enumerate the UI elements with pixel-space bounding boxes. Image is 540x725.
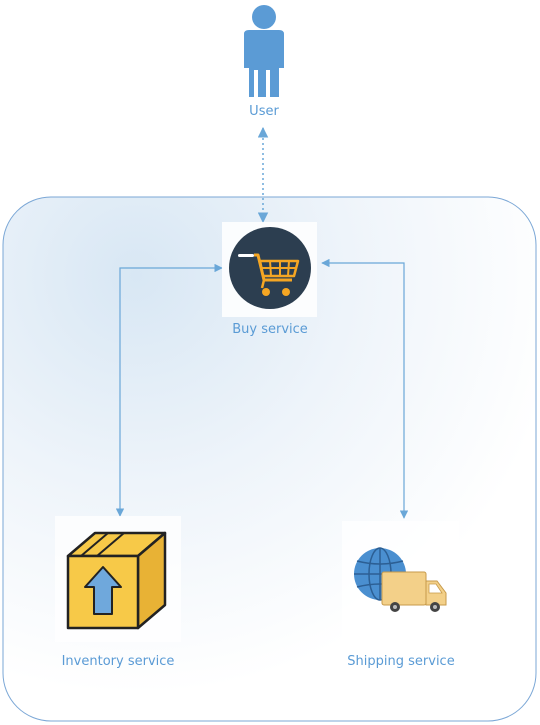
inventory-service-label: Inventory service	[61, 654, 175, 669]
inventory-service-node[interactable]	[55, 516, 181, 642]
edge-buy-to-inventory	[115, 263, 223, 517]
shopping-cart-icon	[229, 227, 311, 309]
buy-service-label: Buy service	[232, 322, 308, 337]
user-label: User	[249, 104, 279, 119]
shipping-service-label: Shipping service	[347, 654, 455, 669]
buy-service-node[interactable]	[222, 222, 317, 317]
shipping-service-node[interactable]	[342, 521, 459, 638]
user-icon	[244, 5, 284, 97]
box-upload-icon	[66, 531, 167, 630]
edge-buy-to-shipping	[321, 258, 409, 519]
globe-truck-icon	[354, 547, 447, 612]
